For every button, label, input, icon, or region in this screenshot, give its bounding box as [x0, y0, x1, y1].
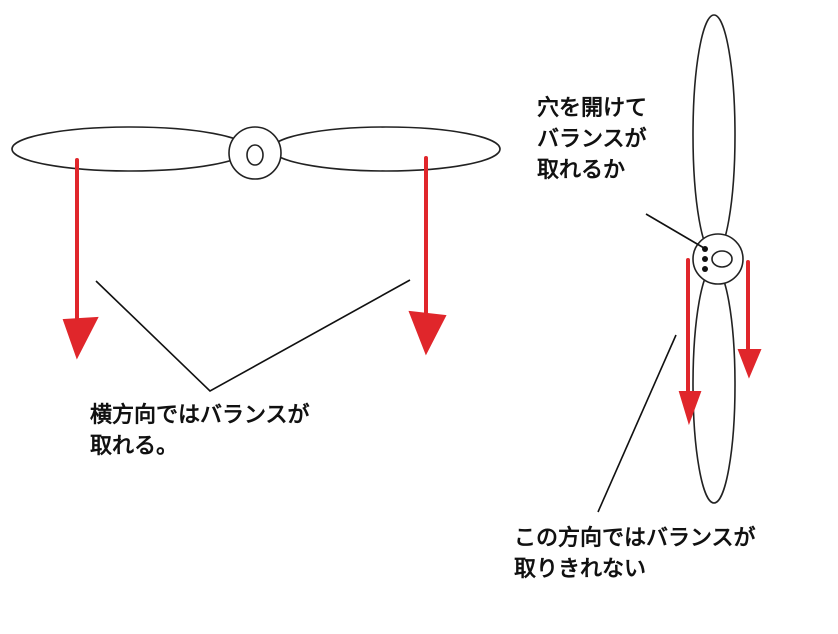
arrow-vertical-right — [737, 260, 762, 379]
left-blade — [11, 126, 249, 172]
vertical-label-line2: 取りきれない — [514, 556, 647, 582]
upper-blade — [692, 14, 736, 256]
arrow-vertical-left — [678, 258, 702, 426]
hole-balance-label: 穴を開けて バランスが 取れるか — [537, 94, 647, 186]
horizontal-label-line2: 取れる。 — [90, 433, 179, 459]
drill-hole — [702, 266, 708, 272]
vertical-label-line1: この方向ではバランスが — [514, 526, 756, 551]
hole-label-line3: 取れるか — [537, 157, 626, 183]
drill-hole — [702, 256, 708, 262]
arrow-right-blade — [408, 156, 447, 356]
pointer-lines — [95, 213, 705, 513]
arrow-left-blade — [62, 158, 99, 360]
horizontal-balance-label: 横方向ではバランスが 取れる。 — [90, 401, 310, 463]
hole-pointer — [645, 213, 705, 249]
drilled-holes — [702, 246, 708, 272]
right-blade — [271, 126, 501, 172]
horizontal-propeller — [11, 126, 501, 180]
hole-label-line2: バランスが — [537, 126, 647, 152]
hub-hole — [711, 250, 733, 268]
vertical-pointer — [597, 334, 677, 513]
lower-blade — [692, 266, 736, 504]
force-arrows — [62, 156, 762, 426]
vertical-propeller — [692, 14, 744, 504]
vertical-balance-label: この方向ではバランスが 取りきれない — [514, 524, 756, 586]
horizontal-pointer — [95, 279, 411, 392]
horizontal-label-line1: 横方向ではバランスが — [90, 403, 310, 428]
hub-hole — [246, 144, 264, 166]
hole-label-line1: 穴を開けて — [537, 96, 648, 121]
